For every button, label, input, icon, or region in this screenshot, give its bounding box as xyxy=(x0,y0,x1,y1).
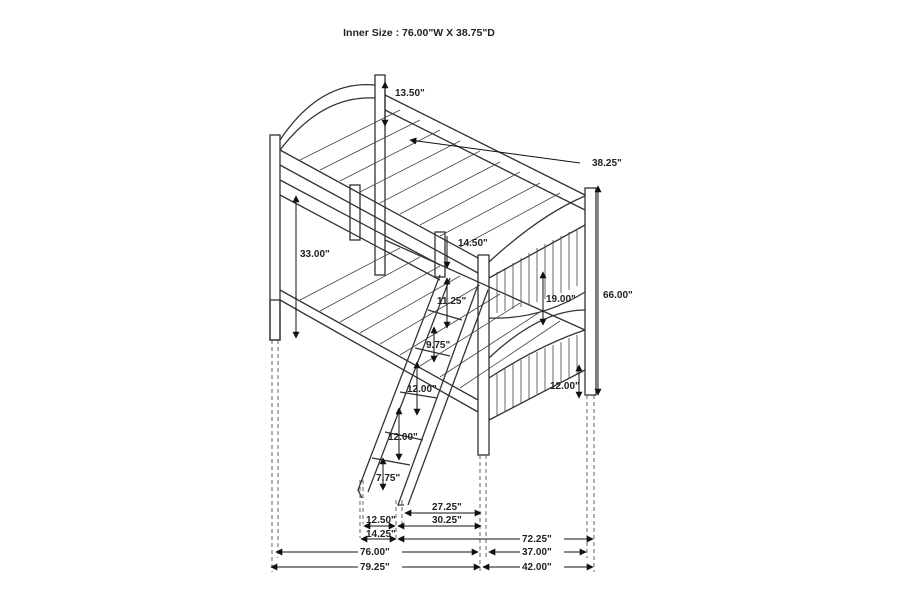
dim-ladder-to-post: 30.25" xyxy=(432,515,462,526)
dim-inner-depth: 37.00" xyxy=(522,547,552,558)
dim-ladder-to-back: 72.25" xyxy=(522,534,552,545)
dim-footboard-gap: 19.00" xyxy=(546,294,576,305)
back-left-post xyxy=(374,74,386,276)
dim-ladder-depth-outer: 14.25" xyxy=(366,529,396,540)
dim-ladder-to-post-inner: 27.25" xyxy=(432,502,462,513)
dim-bunk-clearance: 33.00" xyxy=(300,249,330,260)
dim-footboard-bottom: 12.00" xyxy=(550,381,580,392)
dimension-arrows xyxy=(270,81,602,571)
dim-overall-depth: 42.00" xyxy=(522,562,552,573)
back-right-post xyxy=(584,187,597,396)
dim-ladder-step-4: 12.00" xyxy=(388,432,418,443)
bunk-bed-drawing xyxy=(269,74,597,506)
dim-ladder-step-3: 12.00" xyxy=(407,384,437,395)
dim-inner-length: 76.00" xyxy=(360,547,390,558)
front-left-post xyxy=(269,134,281,341)
dim-ladder-bottom: 7.75" xyxy=(376,473,400,484)
dim-ladder-depth: 12.50" xyxy=(366,515,396,526)
dim-ladder-step-2: 9.75" xyxy=(426,340,450,351)
dim-ladder-step-top: 11.25" xyxy=(437,296,466,307)
dim-overall-length: 79.25" xyxy=(360,562,390,573)
dim-rail-gap: 14.50" xyxy=(458,238,488,249)
inner-size-title: Inner Size : 76.00"W X 38.75"D xyxy=(343,27,495,39)
dim-top-rail-height: 13.50" xyxy=(395,88,425,99)
front-right-post xyxy=(477,254,490,456)
dim-inner-width: 38.25" xyxy=(592,158,622,169)
dimension-labels: 13.50" 38.25" 33.00" 14.50" 19.00" 66.00… xyxy=(300,88,633,573)
dim-overall-height: 66.00" xyxy=(603,290,633,301)
